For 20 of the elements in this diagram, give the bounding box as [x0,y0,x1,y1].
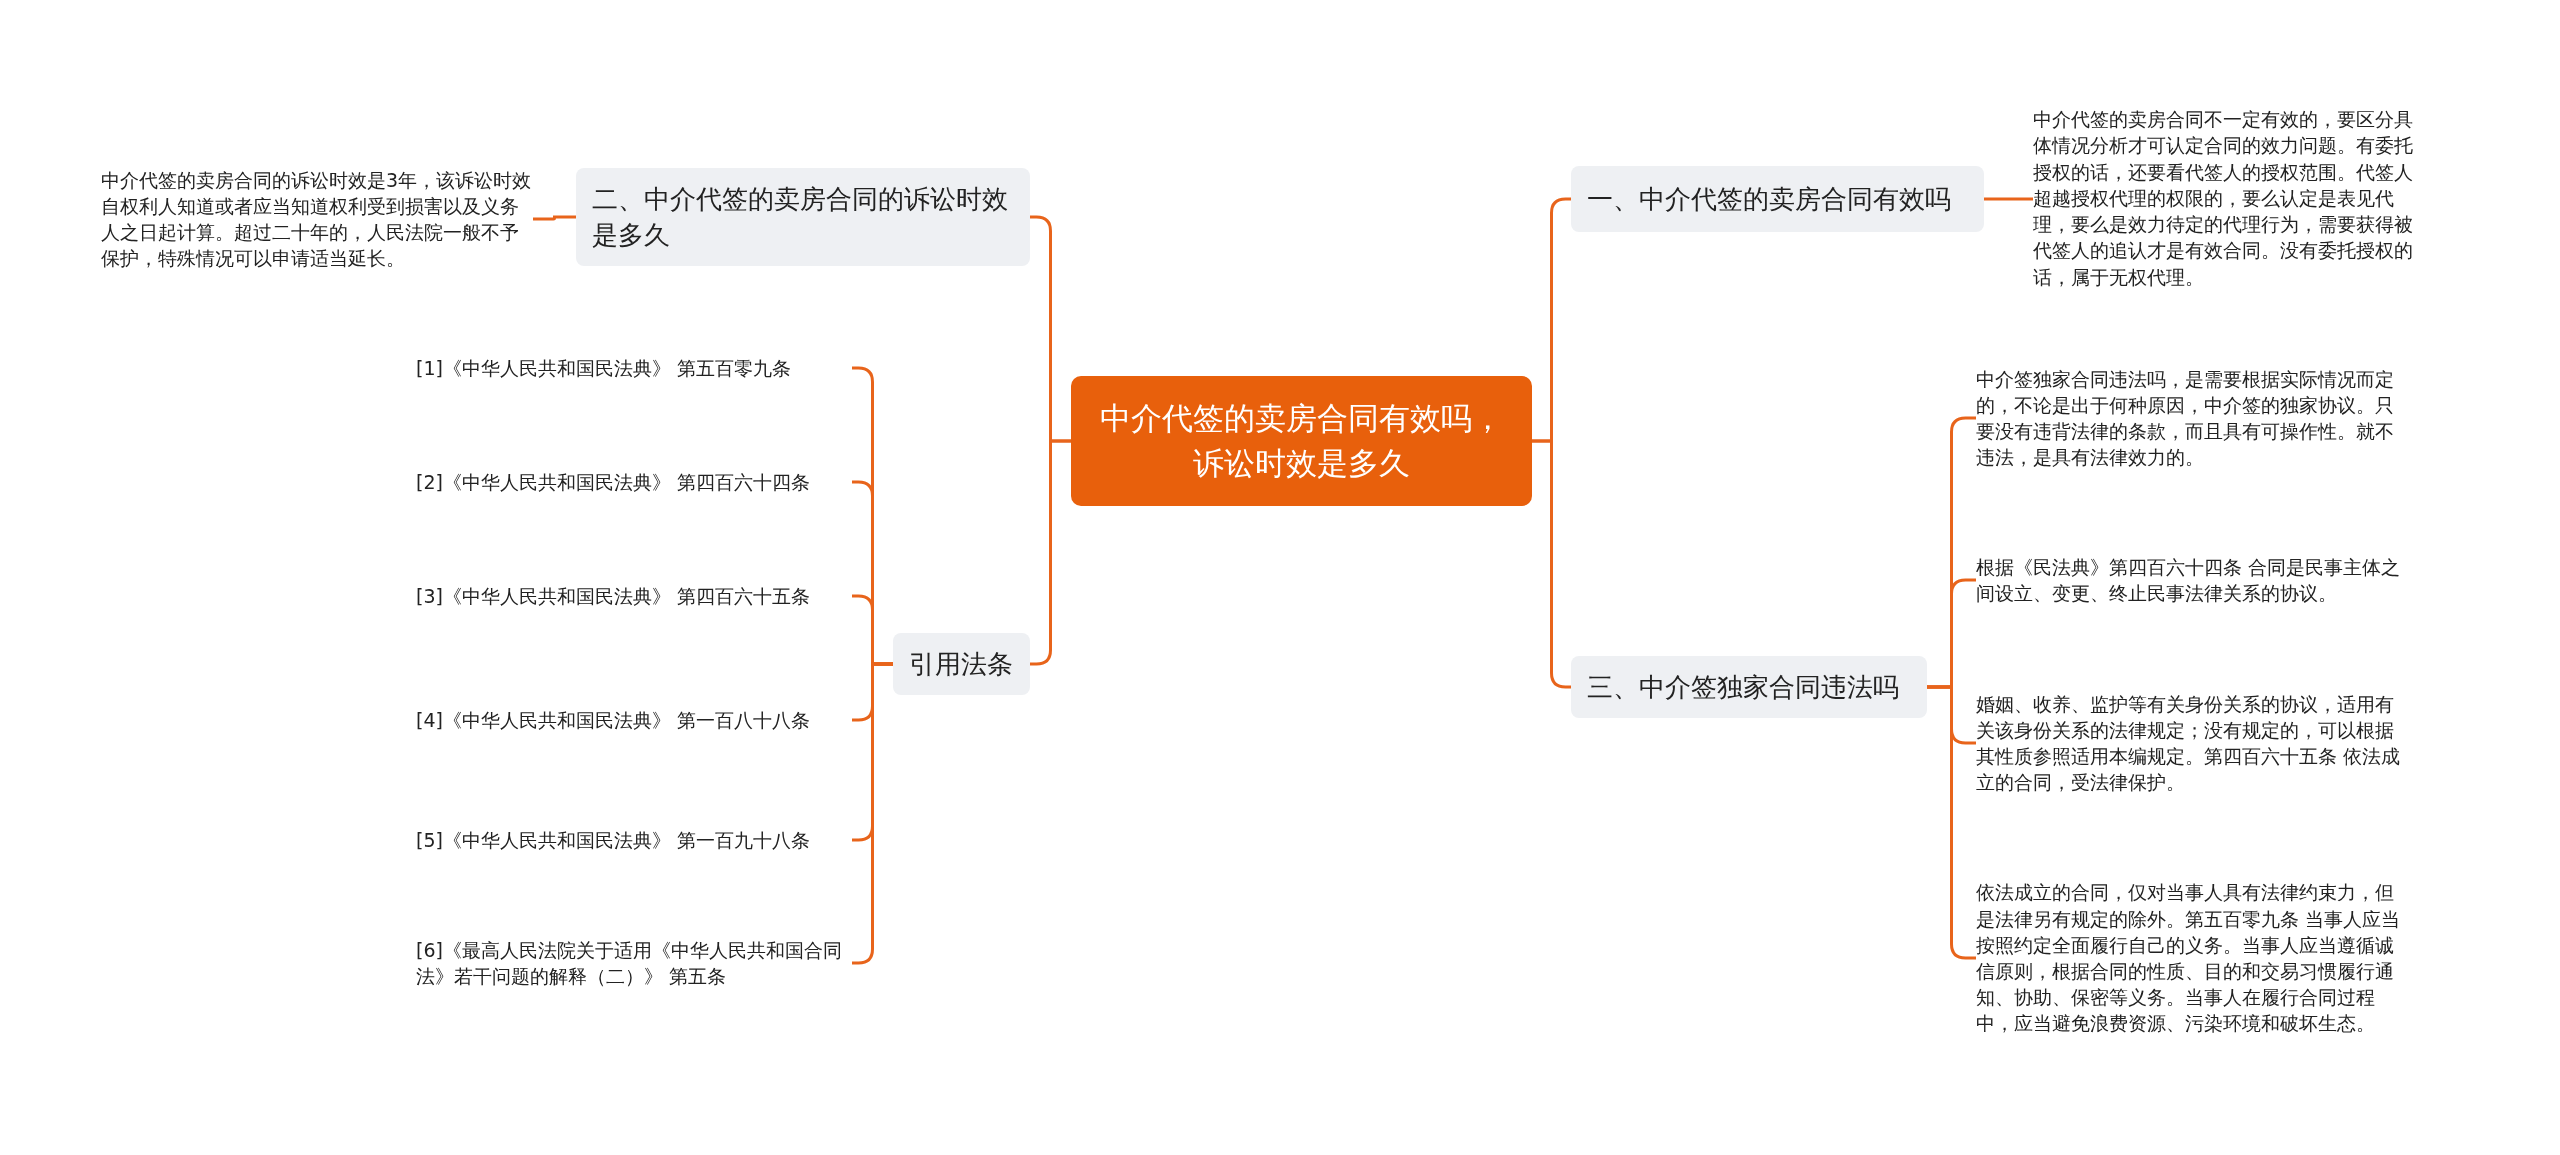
topic-box: 三、中介签独家合同违法吗 [1571,656,1927,718]
note-text: [2]《中华人民共和国民法典》 第四百六十四条 [416,452,852,512]
note-text: 中介签独家合同违法吗，是需要根据实际情况而定的，不论是出于何种原因，中介签的独家协议。只要没有违背法律的条款，而且具有可操作性。就不违法，是具有法律效力的。 [1976,360,2412,476]
note-text: [4]《中华人民共和国民法典》 第一百八十八条 [416,690,852,750]
connector-line [533,215,576,221]
note-text: 中介代签的卖房合同不一定有效的，要区分具体情况分析才可认定合同的效力问题。有委托授权的话，还要看代签人的授权范围。代签人超越授权代理的权限的，要么认定是表见代理，要么是效力待定的代理行为，需要获得被代签人的追认才是有效合同。没有委托授权的话，属于无权代理。 [2033,100,2423,296]
note-text: 依法成立的合同，仅对当事人具有法律约束力，但是法律另有规定的除外。第五百零九条 当事人应当按照约定全面履行自己的义务。当事人应当遵循诚信原则，根据合同的性质、目的和交易习惯履行通知、协助、保密等义务。当事人在履行合同过程中，应当避免浪费资源、污染环境和破坏生态。 [1976,860,2412,1056]
note-text: [3]《中华人民共和国民法典》 第四百六十五条 [416,566,852,626]
note-text: [5]《中华人民共和国民法典》 第一百九十八条 [416,810,852,870]
note-text: 婚姻、收养、监护等有关身份关系的协议，适用有关该身份关系的法律规定；没有规定的，可以根据其性质参照适用本编规定。第四百六十五条 依法成立的合同，受法律保护。 [1976,684,2412,802]
topic-box: 二、中介代签的卖房合同的诉讼时效是多久 [576,168,1030,266]
note-text: [6]《最高人民法院关于适用《中华人民共和国合同法》若干问题的解释（二）》 第五条 [416,932,852,994]
note-text: 根据《民法典》第四百六十四条 合同是民事主体之间设立、变更、终止民事法律关系的协议。 [1976,536,2412,624]
topic-box: 引用法条 [893,633,1030,695]
connector-line [1984,197,2033,201]
note-text: 中介代签的卖房合同的诉讼时效是3年，该诉讼时效自权利人知道或者应当知道权利受到损害以及义务人之日起计算。超过二十年的，人民法院一般不予保护，特殊情况可以申请适当延长。 [101,150,533,288]
note-text: [1]《中华人民共和国民法典》 第五百零九条 [416,350,852,386]
connector-line [1030,439,1071,666]
topic-box: 一、中介代签的卖房合同有效吗 [1571,166,1984,232]
central-topic-box: 中介代签的卖房合同有效吗，诉讼时效是多久 [1071,376,1532,506]
